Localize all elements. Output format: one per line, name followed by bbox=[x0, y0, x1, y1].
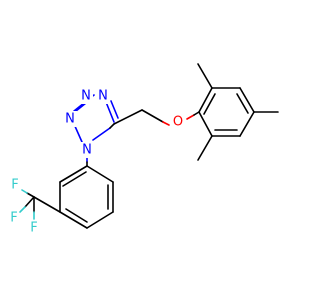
bond-c5-n4 bbox=[105, 101, 115, 123]
bond-m1-m2-inner bbox=[203, 93, 216, 115]
atom-n2-label: N bbox=[65, 112, 75, 127]
tetrazole-ring bbox=[70, 94, 119, 143]
bond-cf3-f1-color bbox=[21, 189, 28, 194]
atom-n4-label: N bbox=[98, 89, 108, 104]
bond-cf3-f2 bbox=[24, 196, 35, 208]
bond-c5-ch2 bbox=[113, 109, 143, 125]
atom-o-label: O bbox=[173, 115, 183, 130]
bond-p4-p5 bbox=[86, 211, 114, 229]
bond-m3-m4-inner bbox=[236, 93, 249, 114]
label-bg-n2 bbox=[63, 111, 77, 127]
mesityl-ring bbox=[197, 63, 279, 161]
bond-cf3-f2-color bbox=[19, 206, 26, 213]
bond-p3-p4 bbox=[59, 211, 88, 229]
bond-m3-m4 bbox=[239, 87, 255, 113]
atom-n3-label: N bbox=[81, 89, 91, 104]
label-bg-n1 bbox=[80, 142, 94, 158]
atom-f3-label: F bbox=[30, 221, 37, 236]
label-bg-o bbox=[171, 114, 185, 130]
bond-p3-cf3 bbox=[33, 196, 61, 213]
bond-c5-stub bbox=[109, 123, 115, 129]
bond-m1-m2 bbox=[198, 87, 213, 113]
bond-ch2-o-red bbox=[162, 121, 170, 126]
bond-p1-p2-inner bbox=[62, 171, 87, 187]
label-bg-n4 bbox=[96, 88, 110, 104]
bond-p1-p2 bbox=[59, 165, 88, 183]
label-bg-n3 bbox=[79, 88, 93, 104]
bond-cf3-f1 bbox=[26, 192, 35, 198]
phenyl-ring bbox=[59, 156, 114, 229]
atom-f2-label: F bbox=[10, 211, 17, 226]
bond-o-ar bbox=[193, 111, 200, 116]
bond-ch2-o bbox=[141, 109, 164, 123]
bond-n1-c5 bbox=[92, 127, 111, 141]
bond-methyl-top bbox=[197, 63, 213, 89]
bond-p3-p4-inner bbox=[65, 208, 88, 223]
structure-diagram: N N N N O F F F bbox=[10, 63, 279, 236]
bond-methyl-bottom bbox=[197, 135, 213, 161]
atom-labels: N N N N O F F F bbox=[10, 88, 185, 236]
trifluoromethyl-group bbox=[19, 189, 61, 220]
bond-p6-p1 bbox=[86, 165, 114, 183]
bond-c5-n4-double bbox=[110, 100, 119, 119]
ether-linkage bbox=[113, 109, 200, 126]
bond-m6-m1 bbox=[198, 111, 213, 137]
molecule-canvas: N N N N O F F F bbox=[10, 63, 279, 236]
bond-m4-m5 bbox=[239, 111, 255, 137]
atom-n1-label: N bbox=[82, 143, 92, 158]
atom-f1-label: F bbox=[11, 178, 18, 193]
bond-o-ar-red bbox=[186, 114, 195, 120]
